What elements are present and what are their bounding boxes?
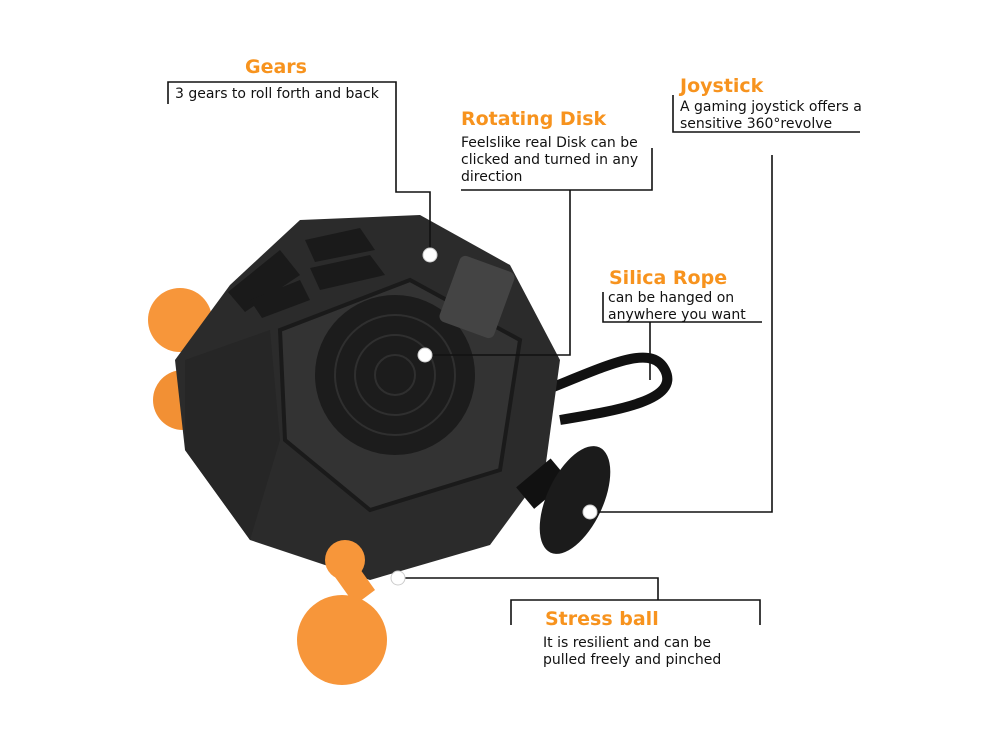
stress-ball-title: Stress ball [545,608,659,630]
desc-line: pulled freely and pinched [543,652,722,668]
gears-desc: 3 gears to roll forth and back [175,86,379,102]
stress-ball-marker [390,570,406,586]
desc-line: direction [461,169,523,185]
silica-rope-desc: can be hanged on anywhere you want [608,290,746,324]
stress-ball-desc: It is resilient and can be pulled freely… [543,635,721,669]
top-button [310,255,385,290]
gears-title: Gears [245,56,307,78]
desc-line: It is resilient and can be [543,635,712,651]
disk-marker [417,347,433,363]
desc-line: anywhere you want [608,307,746,323]
silica-rope-title: Silica Rope [609,267,728,289]
rotating-disk [315,295,475,455]
top-button [228,250,300,312]
joystick-desc: A gaming joystick offers a sensitive 360… [680,99,862,133]
desc-line: Feelslike real Disk can be [461,135,638,151]
joystick [539,446,611,554]
rotating-disk-title: Rotating Disk [461,108,607,130]
stress-ball-front [297,595,387,685]
gears-marker [422,247,438,263]
desc-line: can be hanged on [608,290,735,306]
top-button [305,228,375,262]
silica-rope [518,352,673,425]
rotating-disk-desc: Feelslike real Disk can be clicked and t… [461,135,638,186]
top-button [250,280,310,318]
desc-line: clicked and turned in any [461,152,639,168]
desc-line: sensitive 360°revolve [680,116,833,132]
joystick-title: Joystick [680,75,764,97]
callout-lines [167,81,860,625]
desc-line: A gaming joystick offers a [680,99,862,115]
joystick-marker [582,504,598,520]
side-face [185,330,280,540]
gears [439,255,515,339]
